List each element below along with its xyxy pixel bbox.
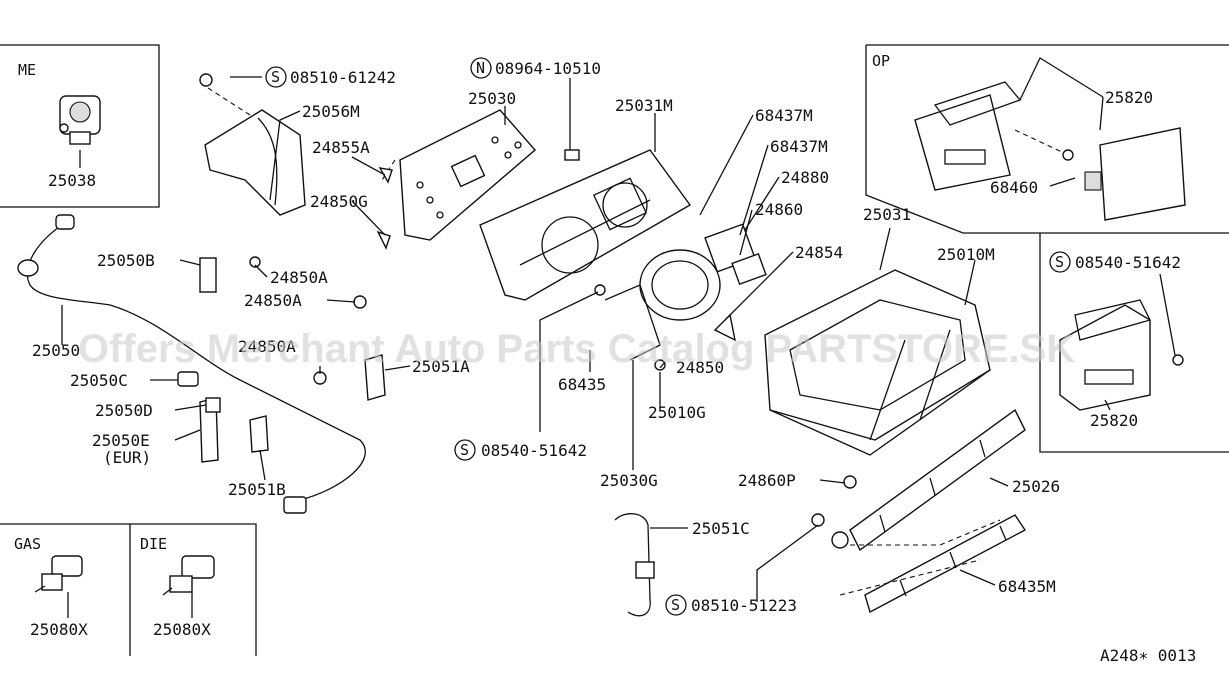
- section-op: OP: [865, 44, 1229, 234]
- part-label-68435: 68435: [558, 375, 606, 394]
- part-label-08510-61242: 08510-61242: [290, 68, 396, 87]
- part-label-08540-51642-a: 08540-51642: [1075, 253, 1181, 272]
- sensor-gas-drawing: [34, 555, 83, 593]
- section-me-title: ME: [18, 61, 36, 79]
- part-label-24880: 24880: [781, 168, 829, 187]
- section-me: ME: [0, 44, 160, 208]
- part-label-25031: 25031: [863, 205, 911, 224]
- s-mark: S: [671, 596, 680, 614]
- part-label-24850a-b: 24850A: [244, 291, 302, 310]
- part-label-25051b: 25051B: [228, 480, 286, 499]
- part-label-25051c: 25051C: [692, 519, 750, 538]
- part-label-24850: 24850: [676, 358, 724, 377]
- part-label-25080x-die: 25080X: [153, 620, 211, 639]
- part-label-24860: 24860: [755, 200, 803, 219]
- harness-25050-drawing: [17, 214, 386, 514]
- part-label-eur: (EUR): [103, 448, 151, 467]
- circuit-board-25030-drawing: [376, 109, 536, 250]
- sensor-25038-drawing: [59, 95, 101, 145]
- part-label-25050d: 25050D: [95, 401, 153, 420]
- part-label-08964-10510: 08964-10510: [495, 59, 601, 78]
- section-gas: GAS DIE: [0, 523, 257, 656]
- cluster-lid-drawing: [764, 269, 991, 456]
- part-label-24850g: 24850G: [310, 192, 368, 211]
- clip-25051c-drawing: [614, 513, 655, 617]
- s-mark: S: [460, 441, 469, 459]
- section-die-title: DIE: [140, 535, 167, 553]
- section-op-lower: [1039, 233, 1229, 453]
- part-label-25026: 25026: [1012, 477, 1060, 496]
- part-label-25031m: 25031M: [615, 96, 673, 115]
- part-labels: 25038 08510-61242 25056M 24855A 24850G 0…: [30, 59, 1181, 639]
- part-label-25030g: 25030G: [600, 471, 658, 490]
- part-label-24860p: 24860P: [738, 471, 796, 490]
- part-label-25010g: 25010G: [648, 403, 706, 422]
- part-label-25030: 25030: [468, 89, 516, 108]
- part-label-25080x-gas: 25080X: [30, 620, 88, 639]
- part-label-08540-51642-b: 08540-51642: [481, 441, 587, 460]
- part-label-68437m-b: 68437M: [770, 137, 828, 156]
- part-label-68460: 68460: [990, 178, 1038, 197]
- part-label-68435m: 68435M: [998, 577, 1056, 596]
- meter-housing-25031m-drawing: [479, 149, 692, 301]
- part-label-24854: 24854: [795, 243, 843, 262]
- bracket-strip-drawing: [811, 408, 1027, 614]
- part-label-68437m-a: 68437M: [755, 106, 813, 125]
- gauge-cluster-drawing: [604, 223, 767, 371]
- part-label-08510-51223: 08510-51223: [691, 596, 797, 615]
- combination-meter-lower-drawing: [1059, 299, 1184, 411]
- n-mark: N: [476, 59, 485, 77]
- s-mark: S: [1055, 253, 1064, 271]
- part-label-25051a: 25051A: [412, 357, 470, 376]
- part-label-25010m: 25010M: [937, 245, 995, 264]
- part-label-24850a-c: 24850A: [238, 337, 296, 356]
- part-label-24855a: 24855A: [312, 138, 370, 157]
- part-label-25050: 25050: [32, 341, 80, 360]
- part-label-25038: 25038: [48, 171, 96, 190]
- part-label-25820-b: 25820: [1090, 411, 1138, 430]
- watermark-text: Offers Merchant Auto Parts Catalog PARTS…: [78, 327, 1075, 371]
- section-op-title: OP: [872, 52, 890, 70]
- s-mark: S: [271, 68, 280, 86]
- part-label-25050b: 25050B: [97, 251, 155, 270]
- part-label-25056m: 25056M: [302, 102, 360, 121]
- combination-meter-op-drawing: [914, 81, 1186, 221]
- part-label-25050e: 25050E: [92, 431, 150, 450]
- leader-lines: [61, 57, 1176, 618]
- part-label-25050c: 25050C: [70, 371, 128, 390]
- part-label-24850a-a: 24850A: [270, 268, 328, 287]
- part-label-25820-a: 25820: [1105, 88, 1153, 107]
- bracket-25056m-drawing: [199, 73, 306, 216]
- diagram-code: A248∗ 0013: [1100, 646, 1196, 665]
- sensor-die-drawing: [162, 555, 215, 596]
- section-gas-title: GAS: [14, 535, 41, 553]
- circle-marks: S N S S S: [265, 57, 1071, 616]
